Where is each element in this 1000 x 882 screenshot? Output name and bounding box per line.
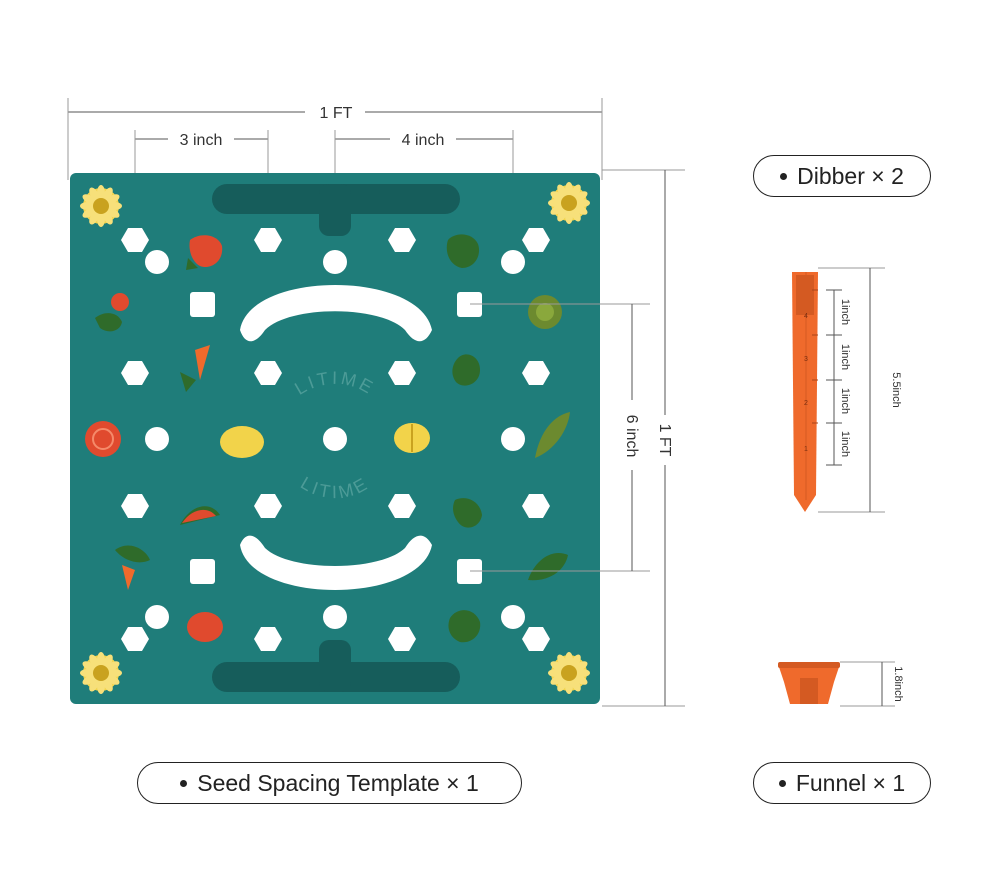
bullet-icon: [780, 172, 788, 180]
height-label: 1 FT: [656, 424, 673, 457]
spacing-label-4in: 4 inch: [402, 132, 445, 149]
dibber-label-text: Dibber × 2: [797, 162, 904, 189]
funnel-height-dimension: [840, 661, 895, 707]
template-label-text: Seed Spacing Template × 1: [197, 769, 479, 796]
dibber-length-label: 5.5inch: [890, 372, 902, 407]
pumpkin-icon: [394, 423, 430, 453]
funnel-illustration: [778, 662, 840, 704]
dibber-depth-mark: 4: [804, 313, 808, 320]
dibber-label: Dibber × 2: [753, 155, 931, 197]
dibber-segment-label: 1inch: [839, 388, 851, 414]
pea-pod-icon: [535, 412, 570, 458]
bell-pepper-icon: [448, 610, 481, 643]
pepper-icon: [446, 234, 480, 268]
dibber-depth-mark: 2: [804, 400, 808, 407]
width-dimension: [67, 98, 603, 180]
corn-icon: [453, 498, 482, 528]
tomato-icon: [187, 612, 223, 642]
dibber-illustration: [792, 272, 818, 512]
funnel-height-label: 1.8inch: [892, 666, 904, 701]
watermelon-icon: [180, 506, 220, 525]
eggplant-icon: [528, 552, 568, 581]
cabbage-icon: [528, 295, 562, 329]
radish-icon: [95, 293, 129, 332]
dibber-depth-mark: 3: [804, 356, 808, 363]
tomato-slice-icon: [85, 421, 121, 457]
funnel-label: Funnel × 1: [753, 762, 931, 804]
dibber-segment-label: 1inch: [839, 431, 851, 457]
spacing-dimension-6in: [470, 303, 650, 572]
artichoke-icon: [452, 354, 480, 386]
funnel-label-text: Funnel × 1: [795, 769, 906, 796]
template-label: Seed Spacing Template × 1: [137, 762, 522, 804]
potato-icon: [220, 426, 264, 458]
seed-spacing-template-board: LITIME LITIME: [70, 173, 600, 704]
bullet-icon: [778, 779, 786, 787]
height-dimension: [602, 169, 685, 707]
strawberry-icon: [186, 235, 223, 270]
dibber-length-dimension: [818, 267, 885, 513]
dibber-segment-label: 1inch: [839, 344, 851, 370]
dibber-depth-mark: 1: [804, 446, 808, 453]
bullet-icon: [180, 779, 188, 787]
spacing-label-6in: 6 inch: [623, 415, 640, 458]
width-label: 1 FT: [320, 105, 353, 122]
chili-icon: [115, 545, 150, 590]
spacing-label-3in: 3 inch: [180, 132, 223, 149]
dibber-segment-label: 1inch: [839, 299, 851, 325]
carrot-icon: [180, 345, 210, 392]
